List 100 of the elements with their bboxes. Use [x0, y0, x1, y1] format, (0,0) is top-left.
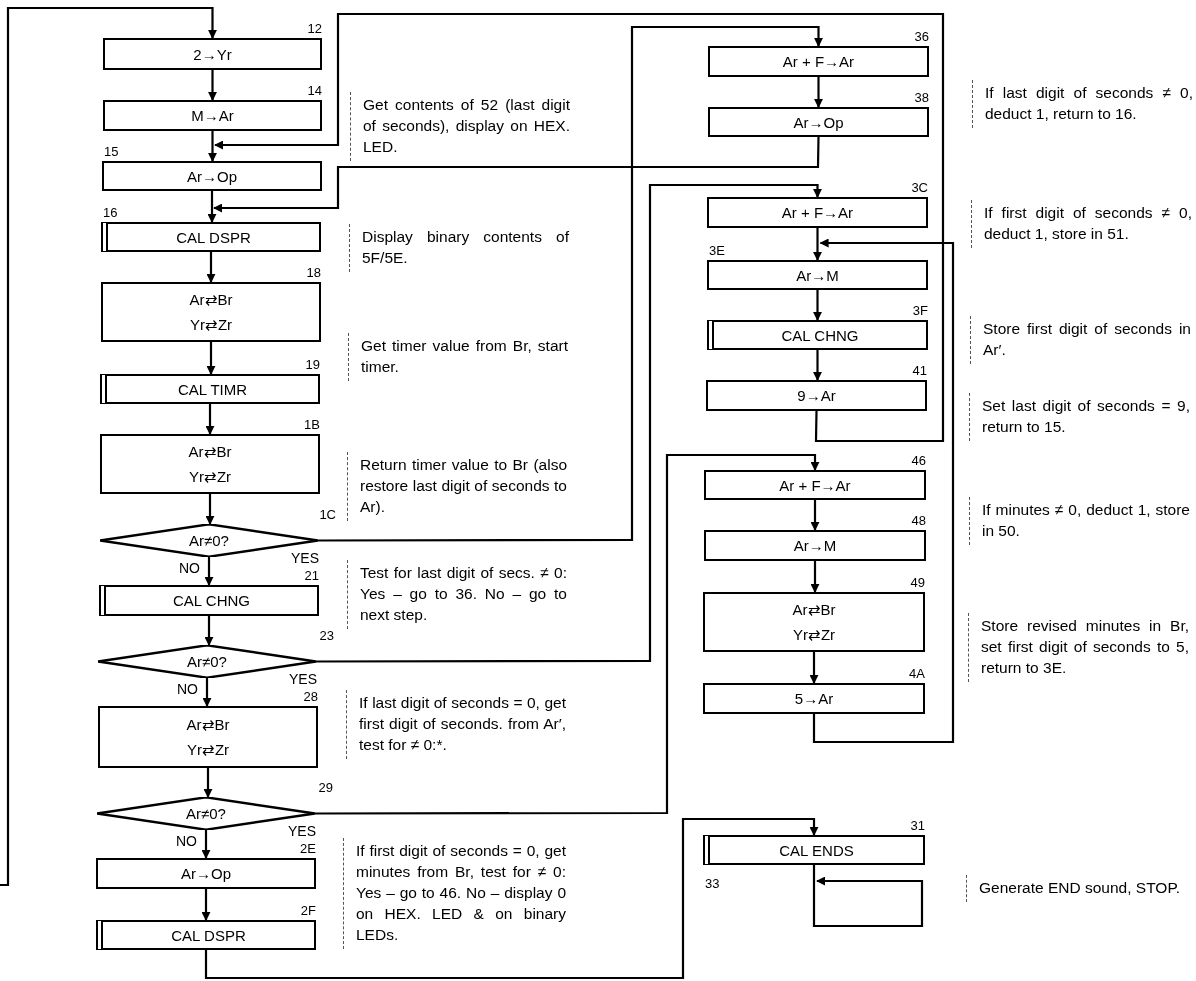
step-text: Yr⇄Zr — [186, 741, 230, 758]
step-text: Ar + F→Ar — [782, 53, 855, 70]
process-box — [98, 706, 318, 768]
subroutine-box — [101, 222, 321, 252]
subroutine-box — [707, 320, 928, 350]
step-text: Ar≠0? — [187, 653, 227, 670]
annotation-text: Get timer value from Br, start timer. — [348, 333, 568, 381]
step-text: 9→Ar — [797, 387, 836, 404]
step-number: 49 — [910, 576, 925, 590]
arrow — [207, 191, 217, 223]
process-box — [101, 282, 321, 342]
step-number: 3E — [709, 244, 725, 258]
annotation-text: Set last digit of seconds = 9, return to 15. — [969, 393, 1190, 441]
process-box — [96, 858, 316, 889]
arrow — [204, 817, 819, 980]
process-box — [704, 530, 926, 561]
step-number: 12 — [307, 22, 322, 36]
step-number: 2F — [300, 904, 316, 918]
arrow — [810, 500, 820, 531]
step-text: Ar⇄Br — [188, 443, 232, 460]
step-number: 31 — [910, 819, 925, 833]
process-box — [703, 592, 925, 652]
step-number: 1C — [319, 508, 336, 522]
arrow — [201, 889, 211, 921]
step-number: 48 — [911, 514, 926, 528]
step-text: Ar⇄Br — [792, 601, 836, 618]
arrow — [201, 830, 211, 859]
step-number: 16 — [103, 206, 118, 220]
annotation-text: Test for last digit of secs. ≠ 0: Yes – go to 36. No – go to next step. — [347, 560, 567, 629]
step-number: 21 — [304, 569, 319, 583]
step-number: 33 — [705, 877, 720, 891]
step-number: 18 — [306, 266, 321, 280]
process-box — [703, 683, 925, 714]
edge-label: YES — [287, 823, 317, 839]
arrow — [204, 616, 214, 646]
process-box — [102, 161, 322, 191]
process-box — [707, 260, 928, 290]
step-text: Ar→Op — [187, 167, 237, 185]
arrow — [316, 183, 822, 663]
arrow — [809, 652, 819, 684]
arrow — [203, 768, 213, 798]
arrow — [205, 404, 215, 435]
process-box — [103, 38, 322, 70]
step-text: Ar + F→Ar — [779, 476, 851, 494]
annotation-text: If first digit of seconds = 0, get minutes from Br, test for ≠ 0: Yes – go to 46. No – display 0 on HEX. LED & on binary LEDs. — [343, 838, 566, 949]
arrow — [208, 70, 217, 101]
step-text: Ar→M — [793, 537, 837, 554]
annotation-text: Store first digit of seconds in Ar′. — [970, 316, 1191, 364]
subroutine-box — [703, 835, 925, 865]
process-box — [100, 434, 320, 494]
arrow — [813, 350, 822, 381]
arrow — [213, 137, 820, 213]
arrow — [206, 342, 216, 375]
step-text: CAL DSPR — [176, 228, 251, 246]
step-text: Yr⇄Zr — [188, 468, 232, 485]
process-box — [103, 100, 322, 131]
edge-label: NO — [176, 682, 199, 697]
arrow — [206, 252, 216, 283]
step-number: 1B — [304, 418, 320, 432]
step-number: 28 — [303, 690, 318, 704]
arrow — [208, 131, 217, 162]
subroutine-box — [99, 585, 319, 616]
arrow — [810, 561, 820, 593]
step-number: 4A — [909, 667, 925, 681]
step-text: CAL DSPR — [171, 926, 246, 944]
arrow — [812, 865, 924, 928]
annotation-text: Display binary contents of 5F/5E. — [349, 224, 569, 272]
process-box — [706, 380, 927, 411]
annotation-text: Return timer value to Br (also restore last digit of seconds to Ar). — [347, 452, 567, 521]
step-text: Ar≠0? — [186, 805, 226, 822]
arrow — [202, 678, 212, 707]
annotation-text: If last digit of seconds = 0, get first digit of seconds. from Ar′, test for ≠ 0:*. — [346, 690, 566, 759]
step-text: 2→Yr — [193, 45, 232, 63]
step-text: Ar→Op — [181, 865, 231, 882]
step-number: 38 — [914, 91, 929, 105]
arrow — [214, 12, 945, 443]
step-text: Yr⇄Zr — [189, 316, 233, 333]
step-number: 41 — [912, 364, 927, 378]
process-box — [707, 197, 928, 228]
arrow — [813, 290, 822, 321]
arrow — [814, 77, 823, 108]
edge-label: NO — [175, 834, 198, 849]
arrow — [204, 557, 214, 586]
subroutine-box — [96, 920, 316, 950]
step-text: Ar≠0? — [189, 532, 229, 549]
arrow — [205, 494, 215, 525]
step-text: Ar→Op — [793, 113, 844, 131]
step-text: 5→Ar — [794, 690, 834, 707]
edge-label: YES — [290, 550, 320, 566]
arrow — [812, 238, 955, 744]
step-text: M→Ar — [191, 107, 234, 124]
step-text: Yr⇄Zr — [792, 626, 836, 643]
arrow — [813, 228, 822, 261]
step-number: 2E — [300, 842, 316, 856]
annotation-text: Store revised minutes in Br, set first digit of seconds to 5, return to 3E. — [968, 613, 1189, 682]
step-text: Ar→M — [796, 266, 839, 284]
step-text: CAL TIMR — [177, 380, 248, 398]
step-number: 19 — [305, 358, 320, 372]
step-number: 29 — [318, 781, 333, 795]
step-number: 14 — [307, 84, 322, 98]
